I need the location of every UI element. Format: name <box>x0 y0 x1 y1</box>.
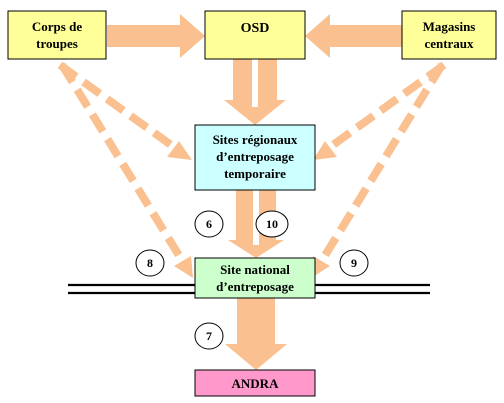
box-national-line2: d’entreposage <box>216 279 294 294</box>
box-sites-regionaux: Sites régionaux d’entreposage temporaire <box>194 124 316 191</box>
svg-text:10: 10 <box>266 217 278 231</box>
box-corps-line2: troupes <box>36 36 78 51</box>
box-magasins-line1: Magasins <box>423 19 476 34</box>
svg-text:6: 6 <box>206 217 212 231</box>
arrow-corps-to-osd <box>107 14 205 58</box>
arrow-national-to-andra <box>225 298 287 370</box>
box-site-national: Site national d’entreposage <box>194 257 316 299</box>
dashed-flows <box>57 61 447 278</box>
box-regionaux-line1: Sites régionaux <box>213 132 298 147</box>
dashed-arrowhead-corps-to-national <box>174 256 193 278</box>
box-national-line1: Site national <box>220 262 290 277</box>
svg-text:9: 9 <box>351 256 357 270</box>
box-regionaux-line3: temporaire <box>224 166 286 181</box>
dashed-arrow-magasins-to-national <box>317 62 446 265</box>
badge-6: 6 <box>194 210 224 238</box>
box-andra: ANDRA <box>194 369 316 397</box>
badge-10: 10 <box>255 210 289 238</box>
box-andra-label: ANDRA <box>232 376 280 391</box>
arrow-magasins-to-osd <box>305 14 402 58</box>
box-corps-line1: Corps de <box>32 19 82 34</box>
box-magasins-line2: centraux <box>424 36 474 51</box>
dashed-arrow-magasins-to-regionaux <box>323 61 447 154</box>
badge-9: 9 <box>339 249 369 277</box>
box-magasins-centraux: Magasins centraux <box>401 10 497 60</box>
svg-text:7: 7 <box>206 329 212 343</box>
svg-text:8: 8 <box>147 256 153 270</box>
box-corps-de-troupes: Corps de troupes <box>7 10 107 60</box>
dashed-arrowhead-magasins-to-regionaux <box>313 141 337 160</box>
dashed-arrowhead-corps-to-regionaux <box>167 141 192 160</box>
badge-7: 7 <box>194 322 224 350</box>
box-regionaux-line2: d’entreposage <box>216 149 294 164</box>
dashed-arrowhead-magasins-to-national <box>311 256 330 278</box>
dashed-arrow-corps-to-regionaux <box>57 61 181 154</box>
badge-8: 8 <box>135 249 165 277</box>
arrow-osd-to-regionaux <box>224 59 286 125</box>
box-osd: OSD <box>204 10 306 60</box>
dashed-arrow-corps-to-national <box>58 62 187 265</box>
box-osd-label: OSD <box>241 21 270 36</box>
